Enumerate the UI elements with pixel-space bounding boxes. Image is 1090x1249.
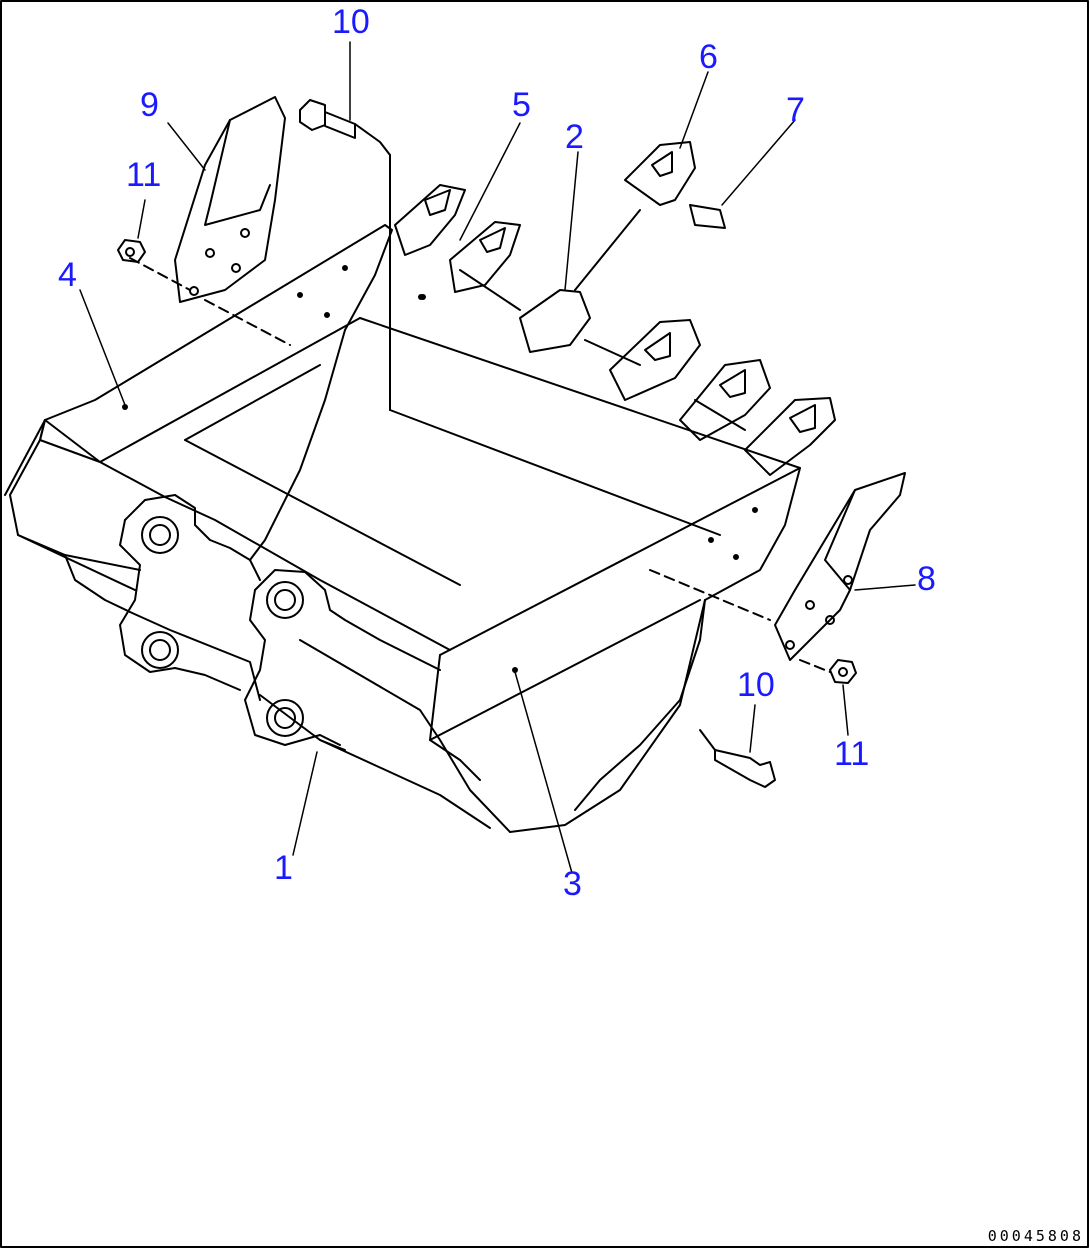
leader-dots: [122, 294, 518, 673]
bolt-bottom: [699, 729, 776, 788]
side-cutter-left: [174, 96, 286, 303]
nut-right: [829, 659, 857, 684]
callout-1: 1: [274, 849, 293, 887]
callout-7: 7: [786, 91, 805, 129]
tooth-and-pin: [574, 141, 726, 291]
callout-6: 6: [699, 38, 718, 76]
drawing-code: 00045808: [987, 1227, 1084, 1245]
callout-11-left: 11: [126, 156, 162, 194]
callout-10-top: 10: [332, 3, 370, 41]
callout-5: 5: [512, 86, 531, 124]
callout-3: 3: [563, 865, 582, 903]
nut-left: [117, 239, 146, 263]
right-bolt-line: [649, 569, 831, 673]
callout-2: 2: [565, 118, 584, 156]
bucket-body: [4, 154, 801, 833]
bolt-top: [299, 99, 391, 156]
left-bolt-line: [129, 257, 291, 346]
teeth-row: [394, 184, 836, 476]
leader-lines: [79, 41, 916, 874]
callout-11-right: 11: [834, 735, 870, 773]
side-cutter-right: [774, 472, 906, 661]
callout-10-bottom: 10: [737, 666, 775, 704]
callout-4: 4: [58, 256, 77, 294]
callout-9: 9: [140, 86, 159, 124]
callout-8: 8: [917, 560, 936, 598]
